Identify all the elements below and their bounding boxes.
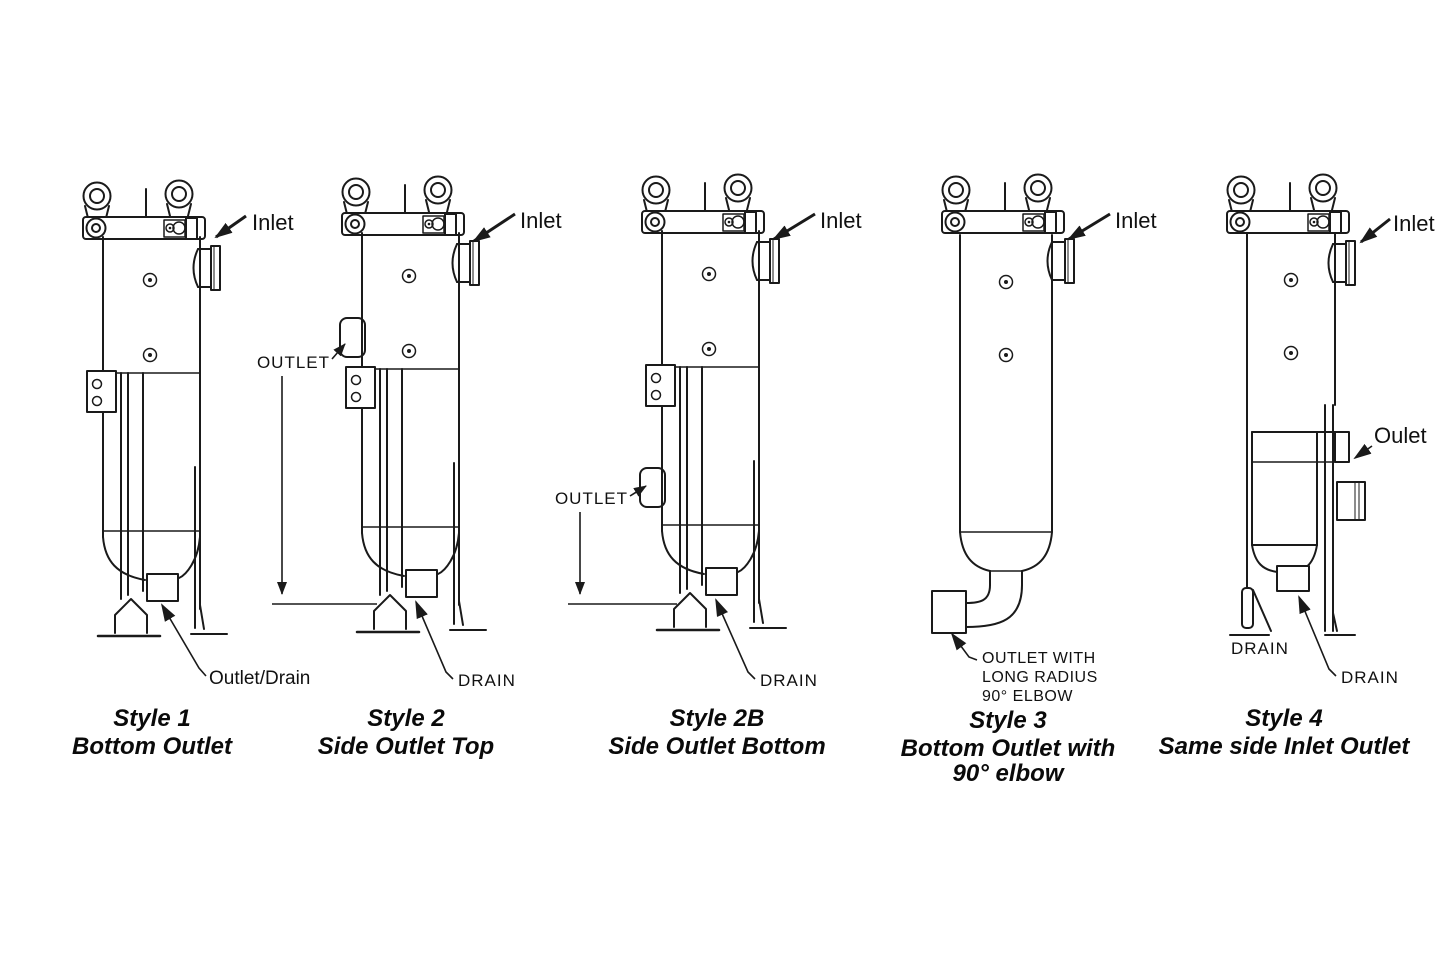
- outlet-elbow-label-line-3: 90° ELBOW: [982, 688, 1073, 705]
- vessel-body: [344, 231, 488, 634]
- drain-leader: [415, 600, 454, 680]
- outlet-label: OUTLET: [257, 353, 330, 372]
- outlet-label: Oulet: [1374, 423, 1427, 448]
- outlet-drain-leader: [160, 603, 207, 677]
- vessel-body: [644, 229, 788, 632]
- style-2b-caption-line-2: Side Outlet Bottom: [608, 733, 825, 760]
- lid-assembly: [82, 179, 206, 240]
- inlet-nozzle: [451, 240, 480, 286]
- style-2-caption-line-2: Side Outlet Top: [318, 733, 494, 760]
- outlet-elbow-label-line-2: LONG RADIUS: [982, 669, 1098, 686]
- style-2-figure: Inlet OUTLET DRAIN Style 2 Side Outlet T…: [257, 175, 562, 760]
- inlet-nozzle: [192, 245, 221, 291]
- style-2-caption-line-1: Style 2: [367, 705, 445, 732]
- style-2b-caption-line-1: Style 2B: [670, 705, 765, 732]
- style-4-caption-line-2: Same side Inlet Outlet: [1159, 733, 1411, 760]
- drain-label: DRAIN: [458, 671, 516, 690]
- inlet-arrow: [1067, 212, 1111, 241]
- inlet-arrow: [214, 214, 247, 239]
- style-4-figure: Inlet Oulet DRAIN DRAIN Style 4 Same sid…: [1159, 173, 1435, 760]
- inlet-nozzle: [751, 238, 780, 284]
- lid-assembly: [341, 175, 465, 236]
- drain-left-label: DRAIN: [1231, 639, 1289, 658]
- drain-label: DRAIN: [760, 671, 818, 690]
- drain-leader: [715, 598, 756, 680]
- style-4-caption-line-1: Style 4: [1245, 705, 1322, 732]
- inlet-label: Inlet: [1115, 208, 1157, 233]
- vessel-body: [1229, 232, 1366, 636]
- drain-bottom-leader: [1298, 595, 1337, 677]
- outlet-drain-label: Outlet/Drain: [209, 668, 310, 689]
- outlet-arrow: [331, 343, 346, 360]
- inlet-label: Inlet: [1393, 211, 1435, 236]
- style-1-caption-line-1: Style 1: [113, 705, 190, 732]
- inlet-arrow: [472, 212, 516, 243]
- side-outlet-stub: [339, 317, 366, 358]
- style-3-caption-line-1: Style 3: [969, 707, 1047, 734]
- style-3-caption-line-2: Bottom Outlet with: [901, 735, 1116, 762]
- style-1-figure: Inlet Outlet/Drain Style 1 Bottom Outlet: [72, 179, 310, 760]
- inlet-arrow: [772, 212, 816, 241]
- outlet-elbow-leader: [950, 632, 978, 661]
- lid-assembly: [641, 173, 765, 234]
- vessel-body: [931, 234, 1053, 634]
- style-1-caption-line-2: Bottom Outlet: [72, 733, 233, 760]
- inlet-label: Inlet: [252, 210, 294, 235]
- outlet-elbow-label-line-1: OUTLET WITH: [982, 650, 1096, 667]
- inlet-nozzle: [1327, 240, 1356, 286]
- inlet-label: Inlet: [520, 208, 562, 233]
- outlet-label: OUTLET: [555, 489, 628, 508]
- vessel-body: [85, 235, 229, 638]
- drain-bottom-label: DRAIN: [1341, 668, 1399, 687]
- style-3-caption-line-3: 90° elbow: [953, 760, 1065, 787]
- lid-assembly: [941, 173, 1065, 234]
- style-3-figure: Inlet OUTLET WITH LONG RADIUS 90° ELBOW …: [901, 173, 1157, 787]
- outlet-arrow: [629, 485, 647, 497]
- style-2b-figure: Inlet OUTLET DRAIN Style 2B Side Outlet …: [555, 173, 862, 760]
- outlet-arrow: [1353, 443, 1373, 460]
- inlet-arrow: [1359, 217, 1391, 244]
- inlet-label: Inlet: [820, 208, 862, 233]
- lid-assembly: [1226, 173, 1350, 234]
